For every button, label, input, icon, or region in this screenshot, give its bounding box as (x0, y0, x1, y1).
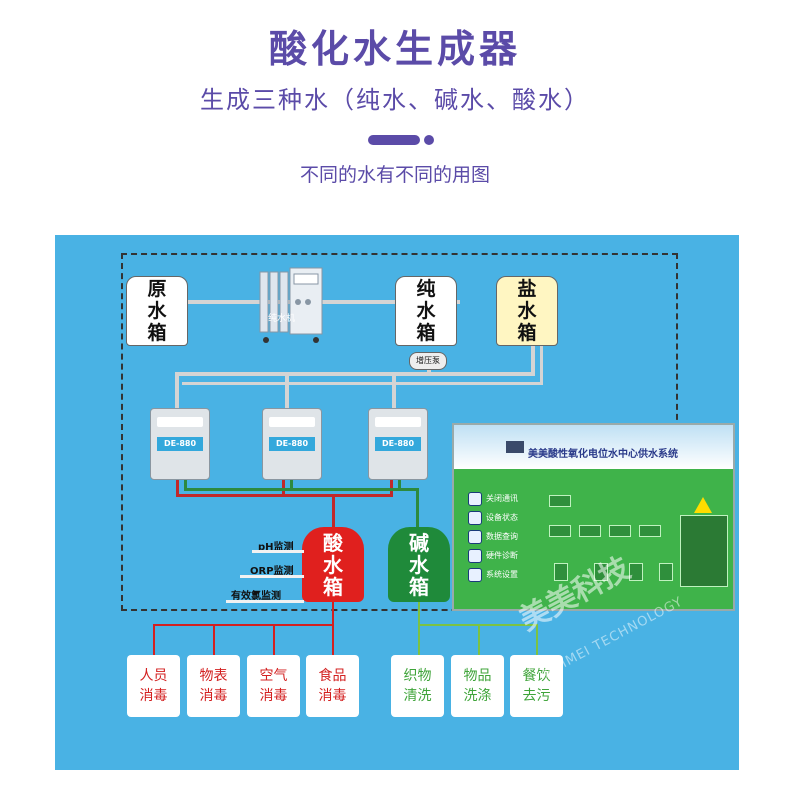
use-card-items: 物品洗涤 (451, 655, 504, 717)
search-icon (468, 510, 482, 525)
chlorine-monitor-line (226, 600, 304, 603)
alk-branch (478, 624, 480, 656)
menu-item-device-status[interactable]: 设备状态 (468, 508, 528, 527)
pipe-gen1 (175, 372, 179, 410)
alk-collector (184, 488, 419, 491)
pipe-salt-distribution (182, 382, 542, 385)
pipe-gen3 (392, 372, 396, 410)
screen-node (549, 495, 571, 507)
acid-water-tank: 酸水箱 (302, 527, 364, 602)
alk-branch (418, 624, 420, 656)
screen-node (549, 525, 571, 537)
warning-icon (694, 497, 712, 513)
orp-monitor-line (240, 575, 304, 578)
logo-icon (506, 441, 524, 453)
page-caption: 不同的水有不同的用图 (299, 164, 490, 186)
screen-node (579, 525, 601, 537)
control-screen: 美美酸性氧化电位水中心供水系统 关闭通讯 设备状态 数据查询 硬件诊断 系统设置 (452, 423, 735, 611)
screen-status-table (680, 515, 728, 587)
acid-distribution-bus (153, 624, 334, 626)
acid-collector (176, 494, 393, 497)
use-card-food: 食品消毒 (306, 655, 359, 717)
generator-1: DE-880 (150, 408, 210, 480)
orp-monitor-label: ORP监测 (250, 566, 294, 577)
menu-item-hardware-diag[interactable]: 硬件诊断 (468, 546, 528, 565)
use-card-catering: 餐饮去污 (510, 655, 563, 717)
acid-feed (332, 494, 335, 530)
screen-node (609, 525, 631, 537)
raw-water-tank: 原水箱 (126, 276, 188, 346)
pure-water-tank: 纯水箱 (395, 276, 457, 346)
database-icon (468, 529, 482, 544)
generator-3: DE-880 (368, 408, 428, 480)
accent-bar (368, 135, 420, 145)
pipe-salt-down (540, 345, 543, 385)
pipe-salt (531, 345, 535, 375)
control-screen-menu: 关闭通讯 设备状态 数据查询 硬件诊断 系统设置 (468, 489, 528, 584)
use-card-air: 空气消毒 (247, 655, 300, 717)
menu-item-system-settings[interactable]: 系统设置 (468, 565, 528, 584)
chlorine-monitor-label: 有效氯监测 (231, 591, 281, 602)
control-screen-title: 美美酸性氧化电位水中心供水系统 (528, 449, 678, 460)
alk-feed (416, 488, 419, 528)
purifier-label: 纯水机 (268, 314, 296, 324)
gear-icon (468, 548, 482, 563)
acid-branch (213, 624, 215, 656)
screen-node (629, 563, 643, 581)
use-card-surface: 物表消毒 (187, 655, 240, 717)
ph-monitor-label: pH监测 (258, 542, 294, 553)
alk-branch (536, 624, 538, 656)
alkaline-water-tank: 碱水箱 (388, 527, 450, 602)
ph-monitor-line (252, 550, 304, 553)
menu-item-close-comm[interactable]: 关闭通讯 (468, 489, 528, 508)
wrench-icon (468, 567, 482, 582)
screen-node (639, 525, 661, 537)
acid-branch (273, 624, 275, 656)
salt-water-tank: 盐水箱 (496, 276, 558, 346)
alk-distribution-drop (418, 602, 420, 624)
alk-outlet-3 (398, 480, 401, 490)
use-card-personnel: 人员消毒 (127, 655, 180, 717)
screen-node (594, 563, 608, 581)
page-title: 酸化水生成器 (268, 27, 521, 71)
power-icon (468, 491, 482, 506)
accent-dot (424, 135, 434, 145)
pipe-distribution-top (175, 372, 535, 376)
water-purifier-icon (259, 267, 323, 343)
control-screen-header (454, 425, 733, 469)
alk-outlet-2 (290, 480, 293, 490)
acid-outlet-1 (176, 480, 179, 496)
page-subtitle: 生成三种水（纯水、碱水、酸水） (200, 86, 590, 114)
booster-pump: 增压泵 (409, 352, 447, 370)
menu-item-data-query[interactable]: 数据查询 (468, 527, 528, 546)
screen-node (659, 563, 673, 581)
use-card-fabric: 织物清洗 (391, 655, 444, 717)
alk-outlet-1 (184, 480, 187, 490)
pipe-gen2 (285, 372, 289, 410)
screen-node (554, 563, 568, 581)
acid-branch (332, 624, 334, 656)
acid-distribution-drop (332, 602, 334, 624)
pipe-pump (427, 368, 431, 376)
generator-2: DE-880 (262, 408, 322, 480)
acid-branch (153, 624, 155, 656)
